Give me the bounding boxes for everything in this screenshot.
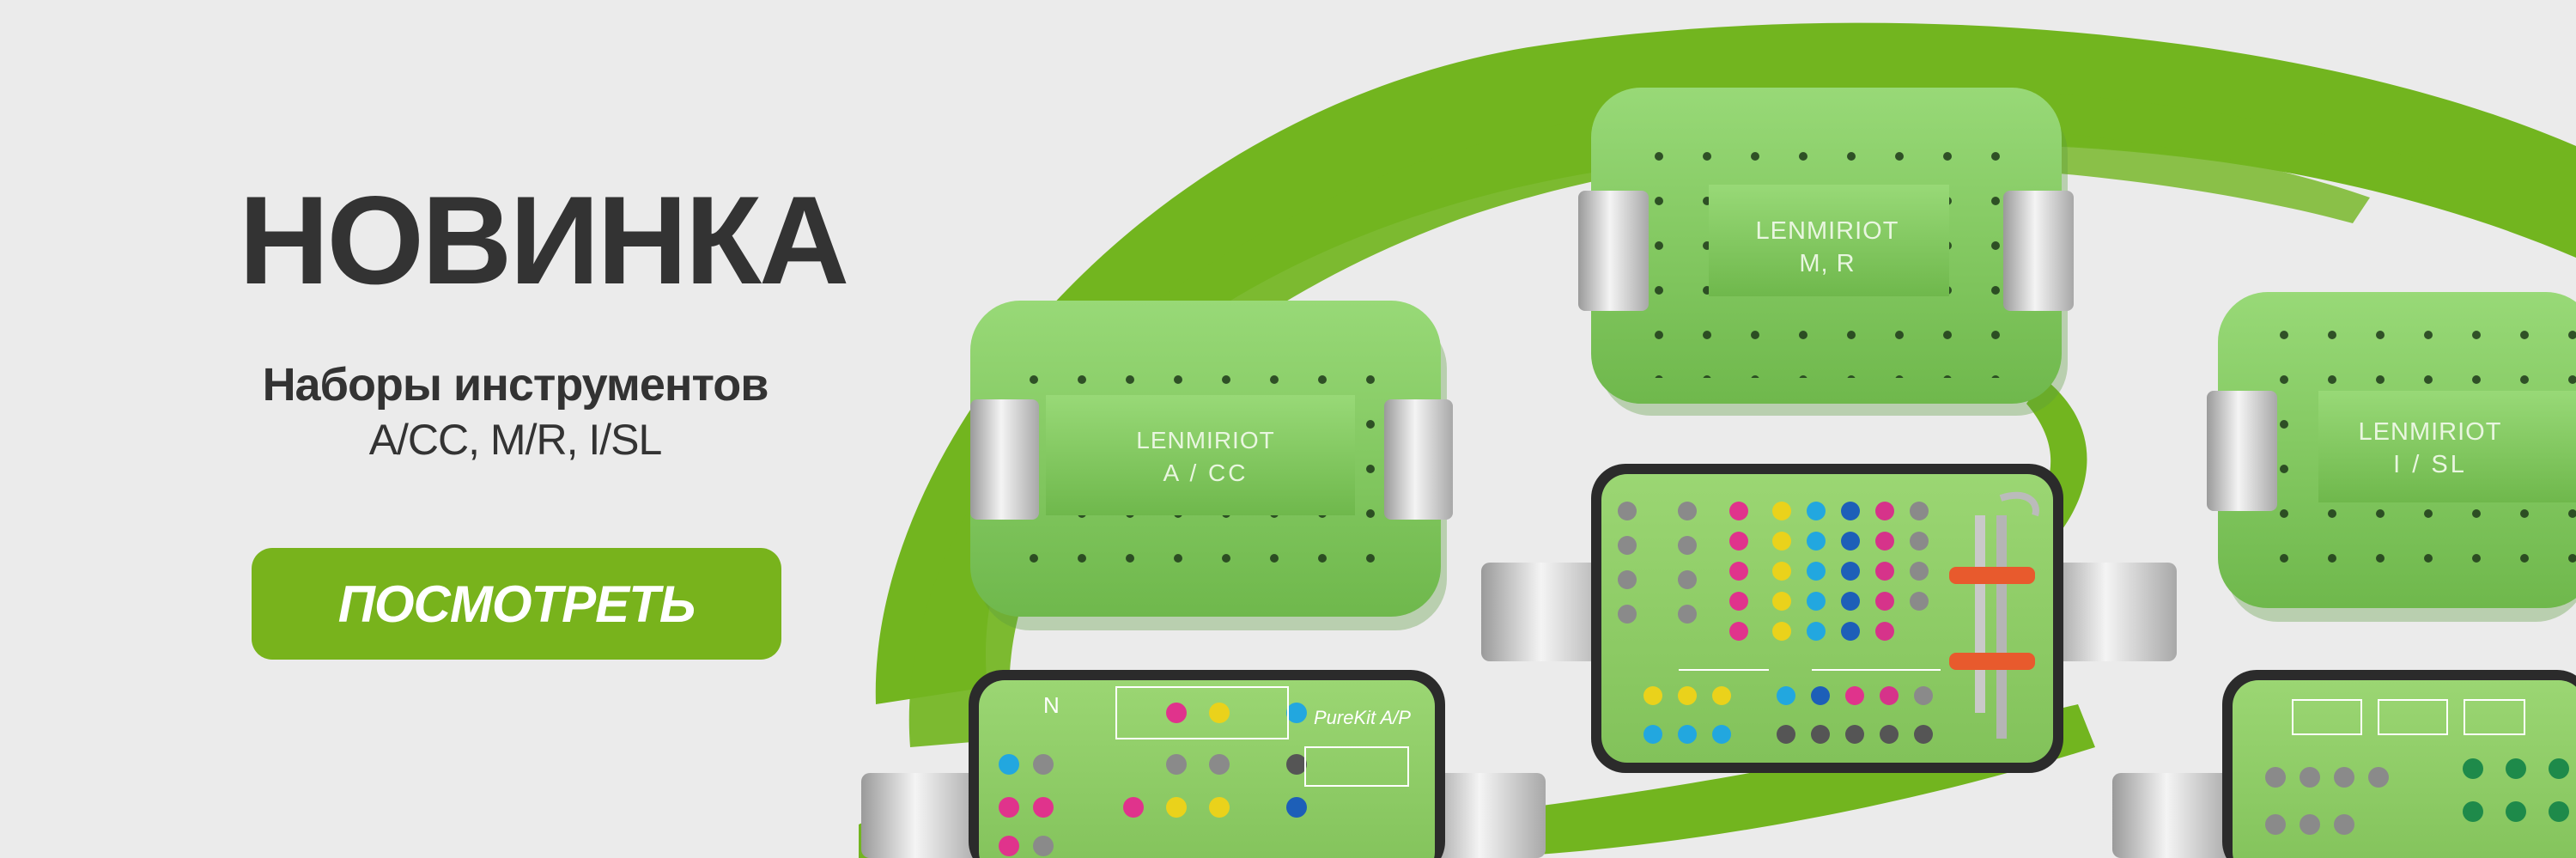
kit-tray-center [1481,464,2177,773]
lid-brand-text: LENMIRIOT [2359,418,2502,446]
instrument-grid [1618,502,1941,744]
kit-tray-left: N PureKit A/P [861,670,1546,858]
lid-brand-text: LENMIRIOT [1756,217,1899,245]
kit-lid-acc: LENMIRIOT A / CC [970,301,1453,630]
kit-tray-right [2112,670,2576,858]
tray-letter: N [1043,692,1060,718]
kit-lid-isl: LENMIRIOT I / SL [2207,292,2576,622]
model-list: A/CC, M/R, I/SL [368,416,663,464]
lid-model-text: I / SL [2393,451,2467,478]
view-button[interactable]: ПОСМОТРЕТЬ [252,548,781,660]
lid-brand-text: LENMIRIOT [1136,427,1274,453]
subtitle: Наборы инструментов [262,359,769,411]
headline: НОВИНКА [239,170,849,310]
surgical-instrument [1949,491,2039,739]
lid-model-text: A / CC [1163,459,1249,486]
tray-product-label: PureKit A/P [1314,707,1411,728]
kit-lid-mr: LENMIRIOT M, R [1578,88,2074,416]
lid-model-text: M, R [1799,250,1855,277]
